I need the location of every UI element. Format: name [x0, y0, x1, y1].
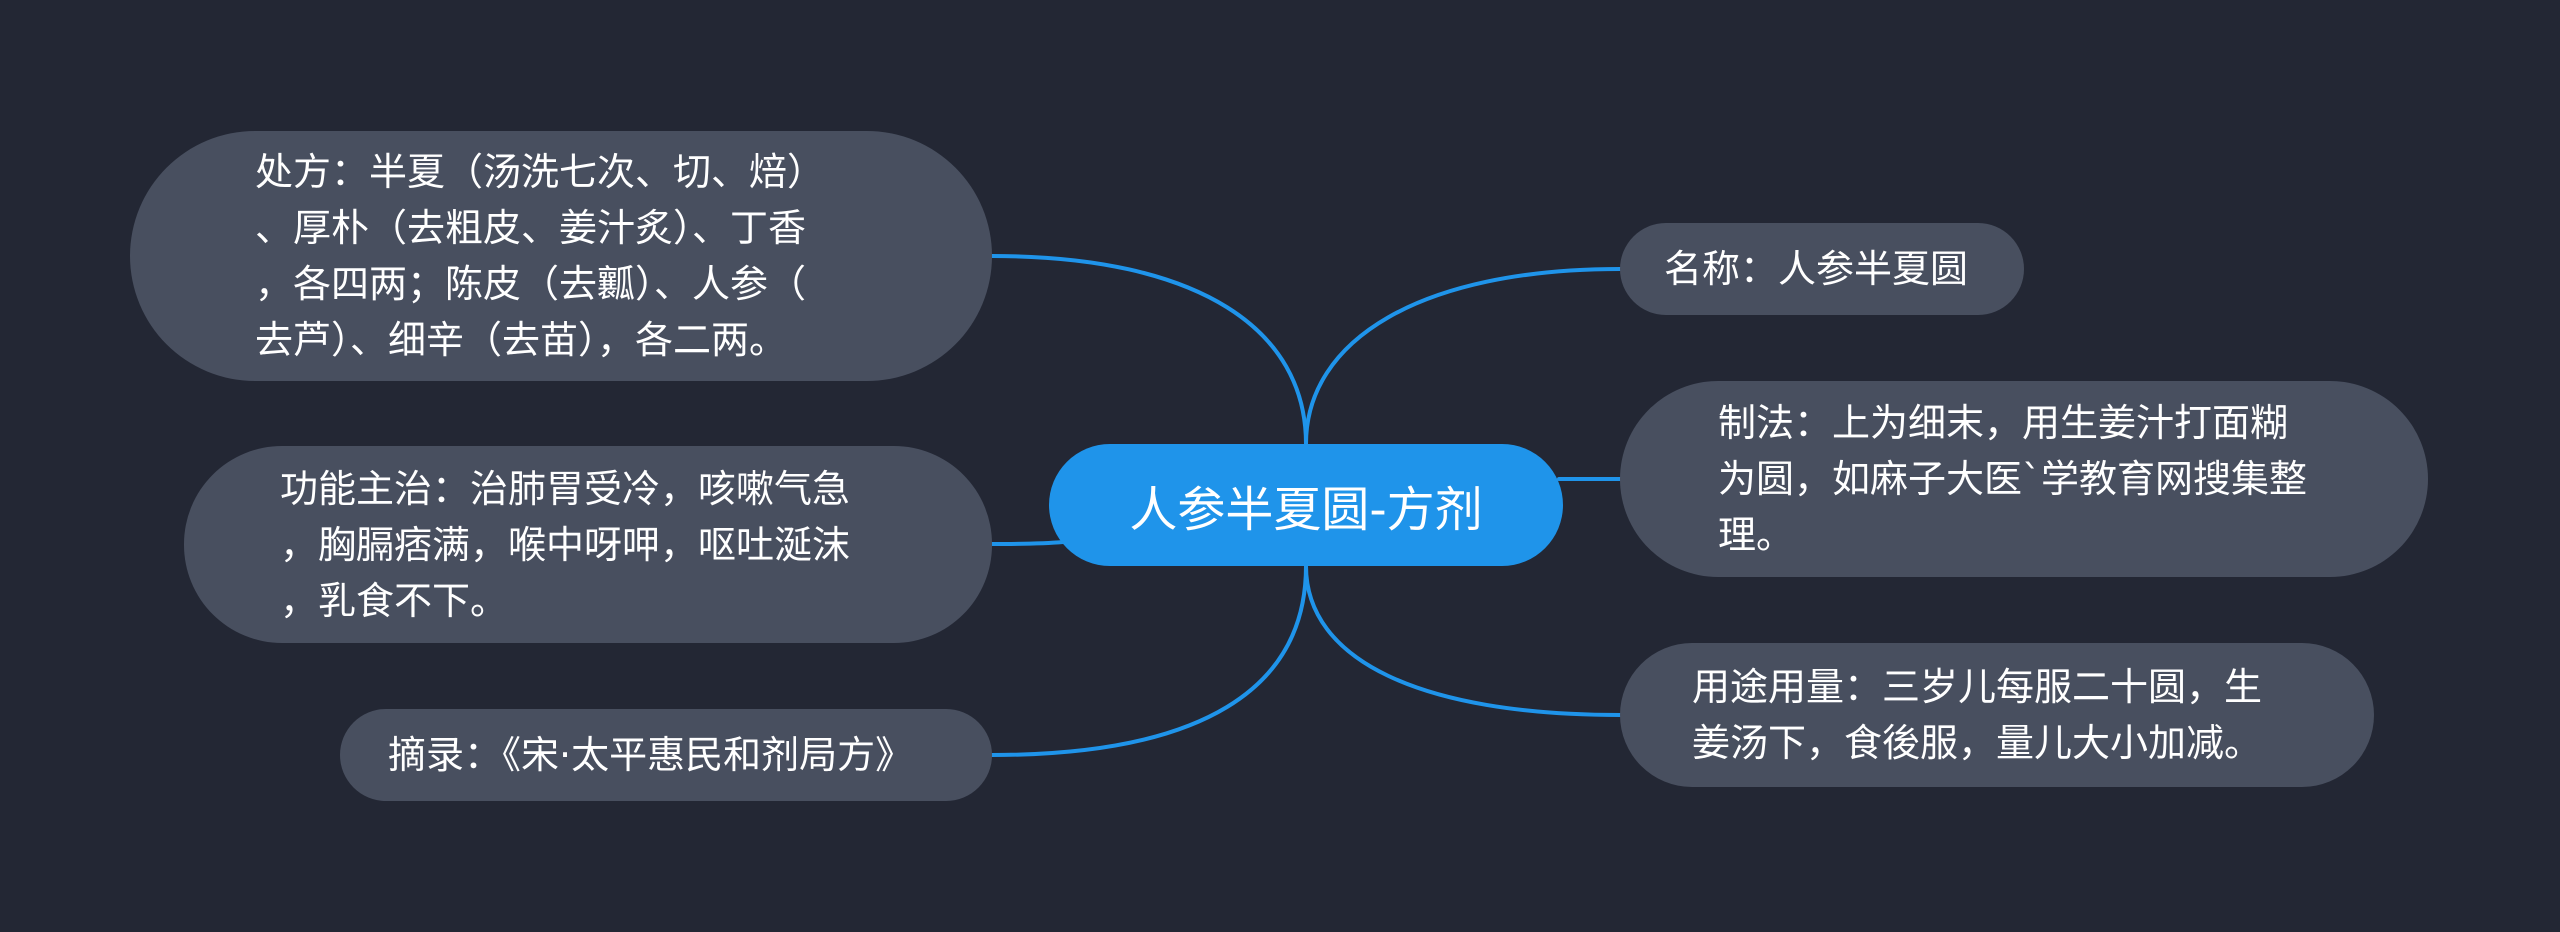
source-line: 摘录：《宋·太平惠民和剂局方》	[388, 733, 914, 777]
topic-source[interactable]: 摘录：《宋·太平惠民和剂局方》	[340, 709, 992, 801]
preparation-line: 为圆，如麻子大医`学教育网搜集整	[1718, 457, 2308, 501]
prescription-line: 、厚朴（去粗皮、姜汁炙）、丁香	[255, 206, 807, 250]
connector-function	[990, 540, 1065, 546]
topic-preparation[interactable]: 制法：上为细末，用生姜汁打面糊 为圆，如麻子大医`学教育网搜集整 理。	[1620, 381, 2428, 577]
connector-usage	[1304, 564, 1622, 717]
prescription-line: ，各四两；陈皮（去瓤）、人参（	[255, 262, 807, 306]
function-line: ，胸膈痞满，喉中呀呷，呕吐涎沫	[280, 522, 851, 567]
prescription-line: 去芦）、细辛（去苗），各二两。	[255, 318, 788, 362]
function-line: ，乳食不下。	[280, 578, 509, 623]
connector-name	[1304, 267, 1622, 446]
name-line: 名称：人参半夏圆	[1664, 247, 1969, 291]
central-topic[interactable]: 人参半夏圆-方剂	[1049, 444, 1563, 566]
topic-usage[interactable]: 用途用量：三岁儿每服二十圆，生 姜汤下，食後服，量儿大小加减。	[1620, 643, 2374, 787]
preparation-line: 理。	[1718, 513, 1795, 557]
topic-name[interactable]: 名称：人参半夏圆	[1620, 223, 2024, 315]
prescription-line: 处方：半夏（汤洗七次、切、焙）	[255, 150, 826, 194]
central-topic-label: 人参半夏圆-方剂	[1129, 482, 1483, 538]
usage-line: 用途用量：三岁儿每服二十圆，生	[1692, 665, 2263, 709]
function-line: 功能主治：治肺胃受冷，咳嗽气急	[280, 466, 851, 511]
connector-source	[990, 564, 1308, 757]
preparation-line: 制法：上为细末，用生姜汁打面糊	[1718, 401, 2289, 445]
topic-function[interactable]: 功能主治：治肺胃受冷，咳嗽气急 ，胸膈痞满，喉中呀呷，呕吐涎沫 ，乳食不下。	[184, 446, 992, 643]
topic-prescription[interactable]: 处方：半夏（汤洗七次、切、焙） 、厚朴（去粗皮、姜汁炙）、丁香 ，各四两；陈皮（…	[130, 131, 992, 381]
connector-recipe	[990, 254, 1308, 446]
usage-line: 姜汤下，食後服，量儿大小加减。	[1692, 721, 2263, 765]
